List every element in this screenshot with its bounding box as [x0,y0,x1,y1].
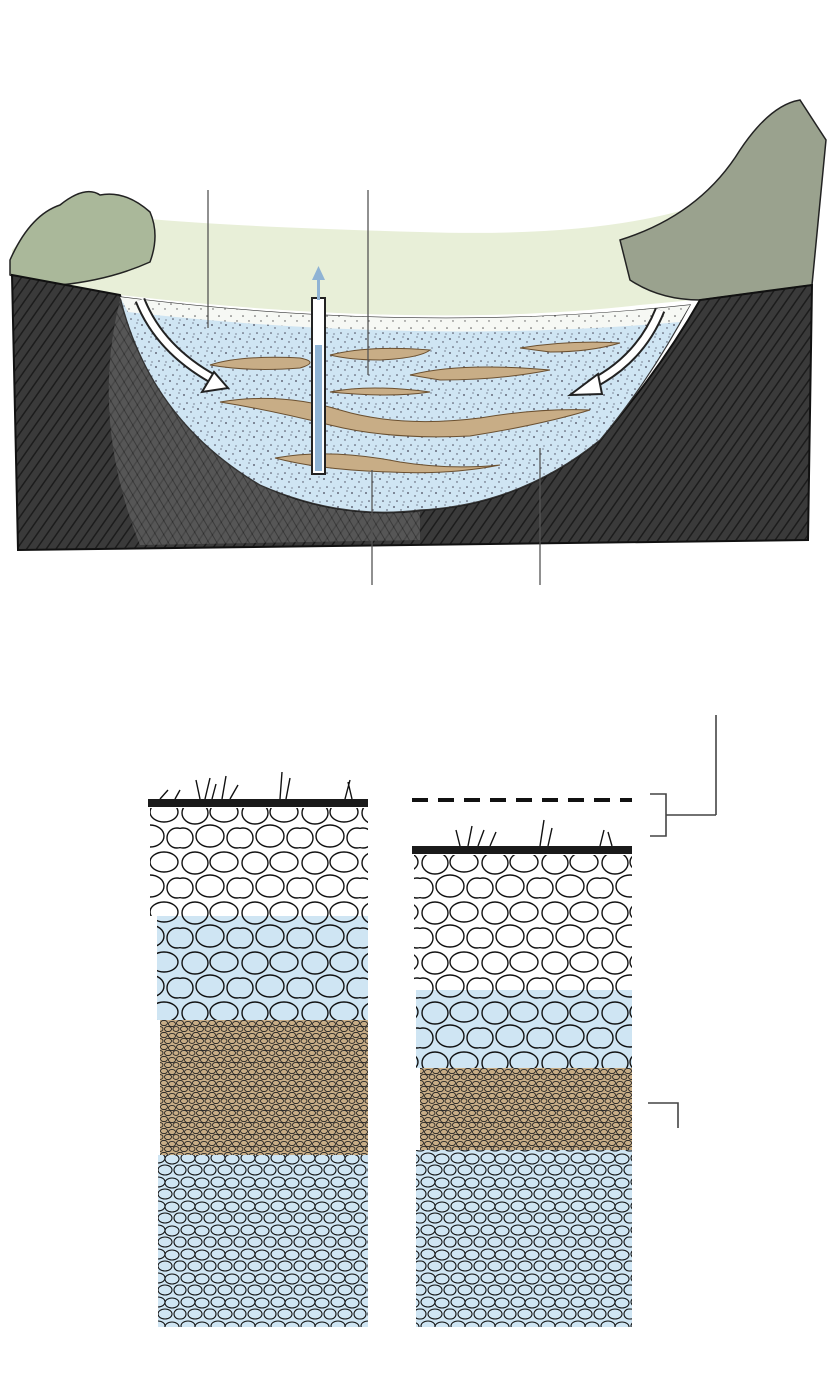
grass-tufts [160,772,352,799]
grass-tufts [456,820,612,846]
right-mountains [620,100,826,300]
valley-block-diagram [10,100,826,585]
soil-column-after [412,800,632,1327]
ground-surface [148,799,368,807]
well-pipe [312,266,325,474]
soil-column-before [148,772,368,1327]
compaction-leader [648,1103,678,1128]
ground-surface [412,846,632,854]
subsidence-bracket [650,715,716,836]
